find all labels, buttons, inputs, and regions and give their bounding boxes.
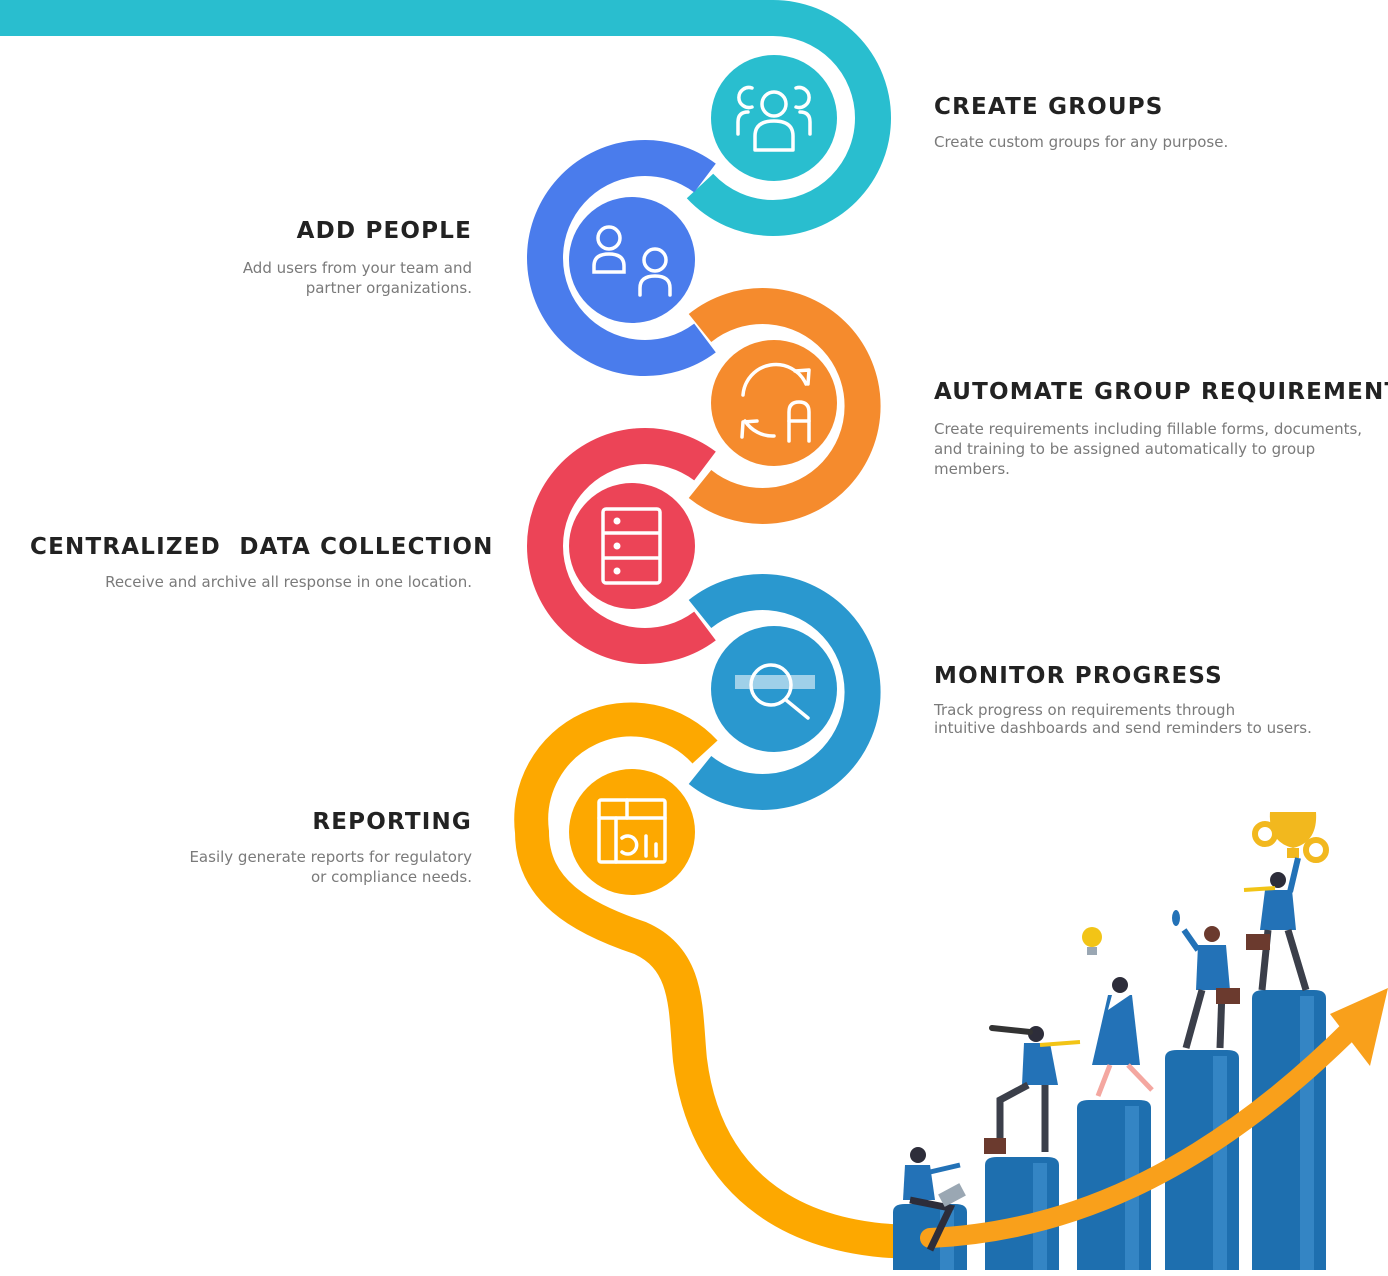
step-title: CENTRALIZED DATA COLLECTION [30,534,494,560]
step-1-connector [0,0,892,237]
database-server-icon [601,507,662,585]
step-title: MONITOR PROGRESS [934,663,1223,689]
add-people-icon [592,225,672,297]
growth-arrow [920,988,1388,1248]
step-4-connector [527,428,716,664]
step-description: Receive and archive all response in one … [105,573,472,591]
step-6-connector [514,702,962,1259]
step-description: Track progress on requirements through i… [934,701,1312,737]
step-title: AUTOMATE GROUP REQUIREMENTS [934,379,1388,405]
step-create-groups: CREATE GROUPS Create custom groups for a… [934,94,1354,152]
search-magnifier-icon [749,663,810,720]
step-title: ADD PEOPLE [296,218,472,244]
person-idea-bulb [1082,927,1154,1097]
step-6-icon-circle [569,769,695,895]
growth-chart-people-illustration [893,812,1388,1270]
step-title: REPORTING [312,809,472,835]
growth-bar-5 [1252,990,1326,1270]
step-add-people: ADD PEOPLE Add users from your team and … [140,218,472,298]
step-description: Create requirements including fillable f… [934,420,1363,478]
step-2-icon-circle [569,197,695,323]
step-reporting: REPORTING Easily generate reports for re… [140,809,472,887]
step-2-connector [527,140,716,376]
users-group-icon [736,85,812,152]
step-1-icon-circle [711,55,837,181]
step-description: Create custom groups for any purpose. [934,133,1229,151]
server-dots [613,517,621,575]
step-description: Easily generate reports for regulatory o… [189,848,472,886]
automate-refresh-icon [740,362,811,443]
step-monitor-progress: MONITOR PROGRESS Track progress on requi… [934,663,1354,737]
step-automate-group-requirements: AUTOMATE GROUP REQUIREMENTS Create requi… [934,379,1388,479]
person-trophy [1243,812,1329,992]
person-telescope [984,1025,1081,1154]
report-dashboard-icon [597,798,667,864]
step-title: CREATE GROUPS [934,94,1164,120]
step-description: Add users from your team and partner org… [242,259,472,297]
step-3-icon-circle [711,340,837,466]
step-4-icon-circle [569,483,695,609]
search-bar-highlight [735,675,815,689]
step-centralized-data-collection: CENTRALIZED DATA COLLECTION Receive and … [30,534,494,592]
person-reaching [1172,910,1240,1049]
person-seated-laptop [903,1147,966,1252]
step-5-connector [688,574,881,810]
step-3-connector [688,288,881,524]
